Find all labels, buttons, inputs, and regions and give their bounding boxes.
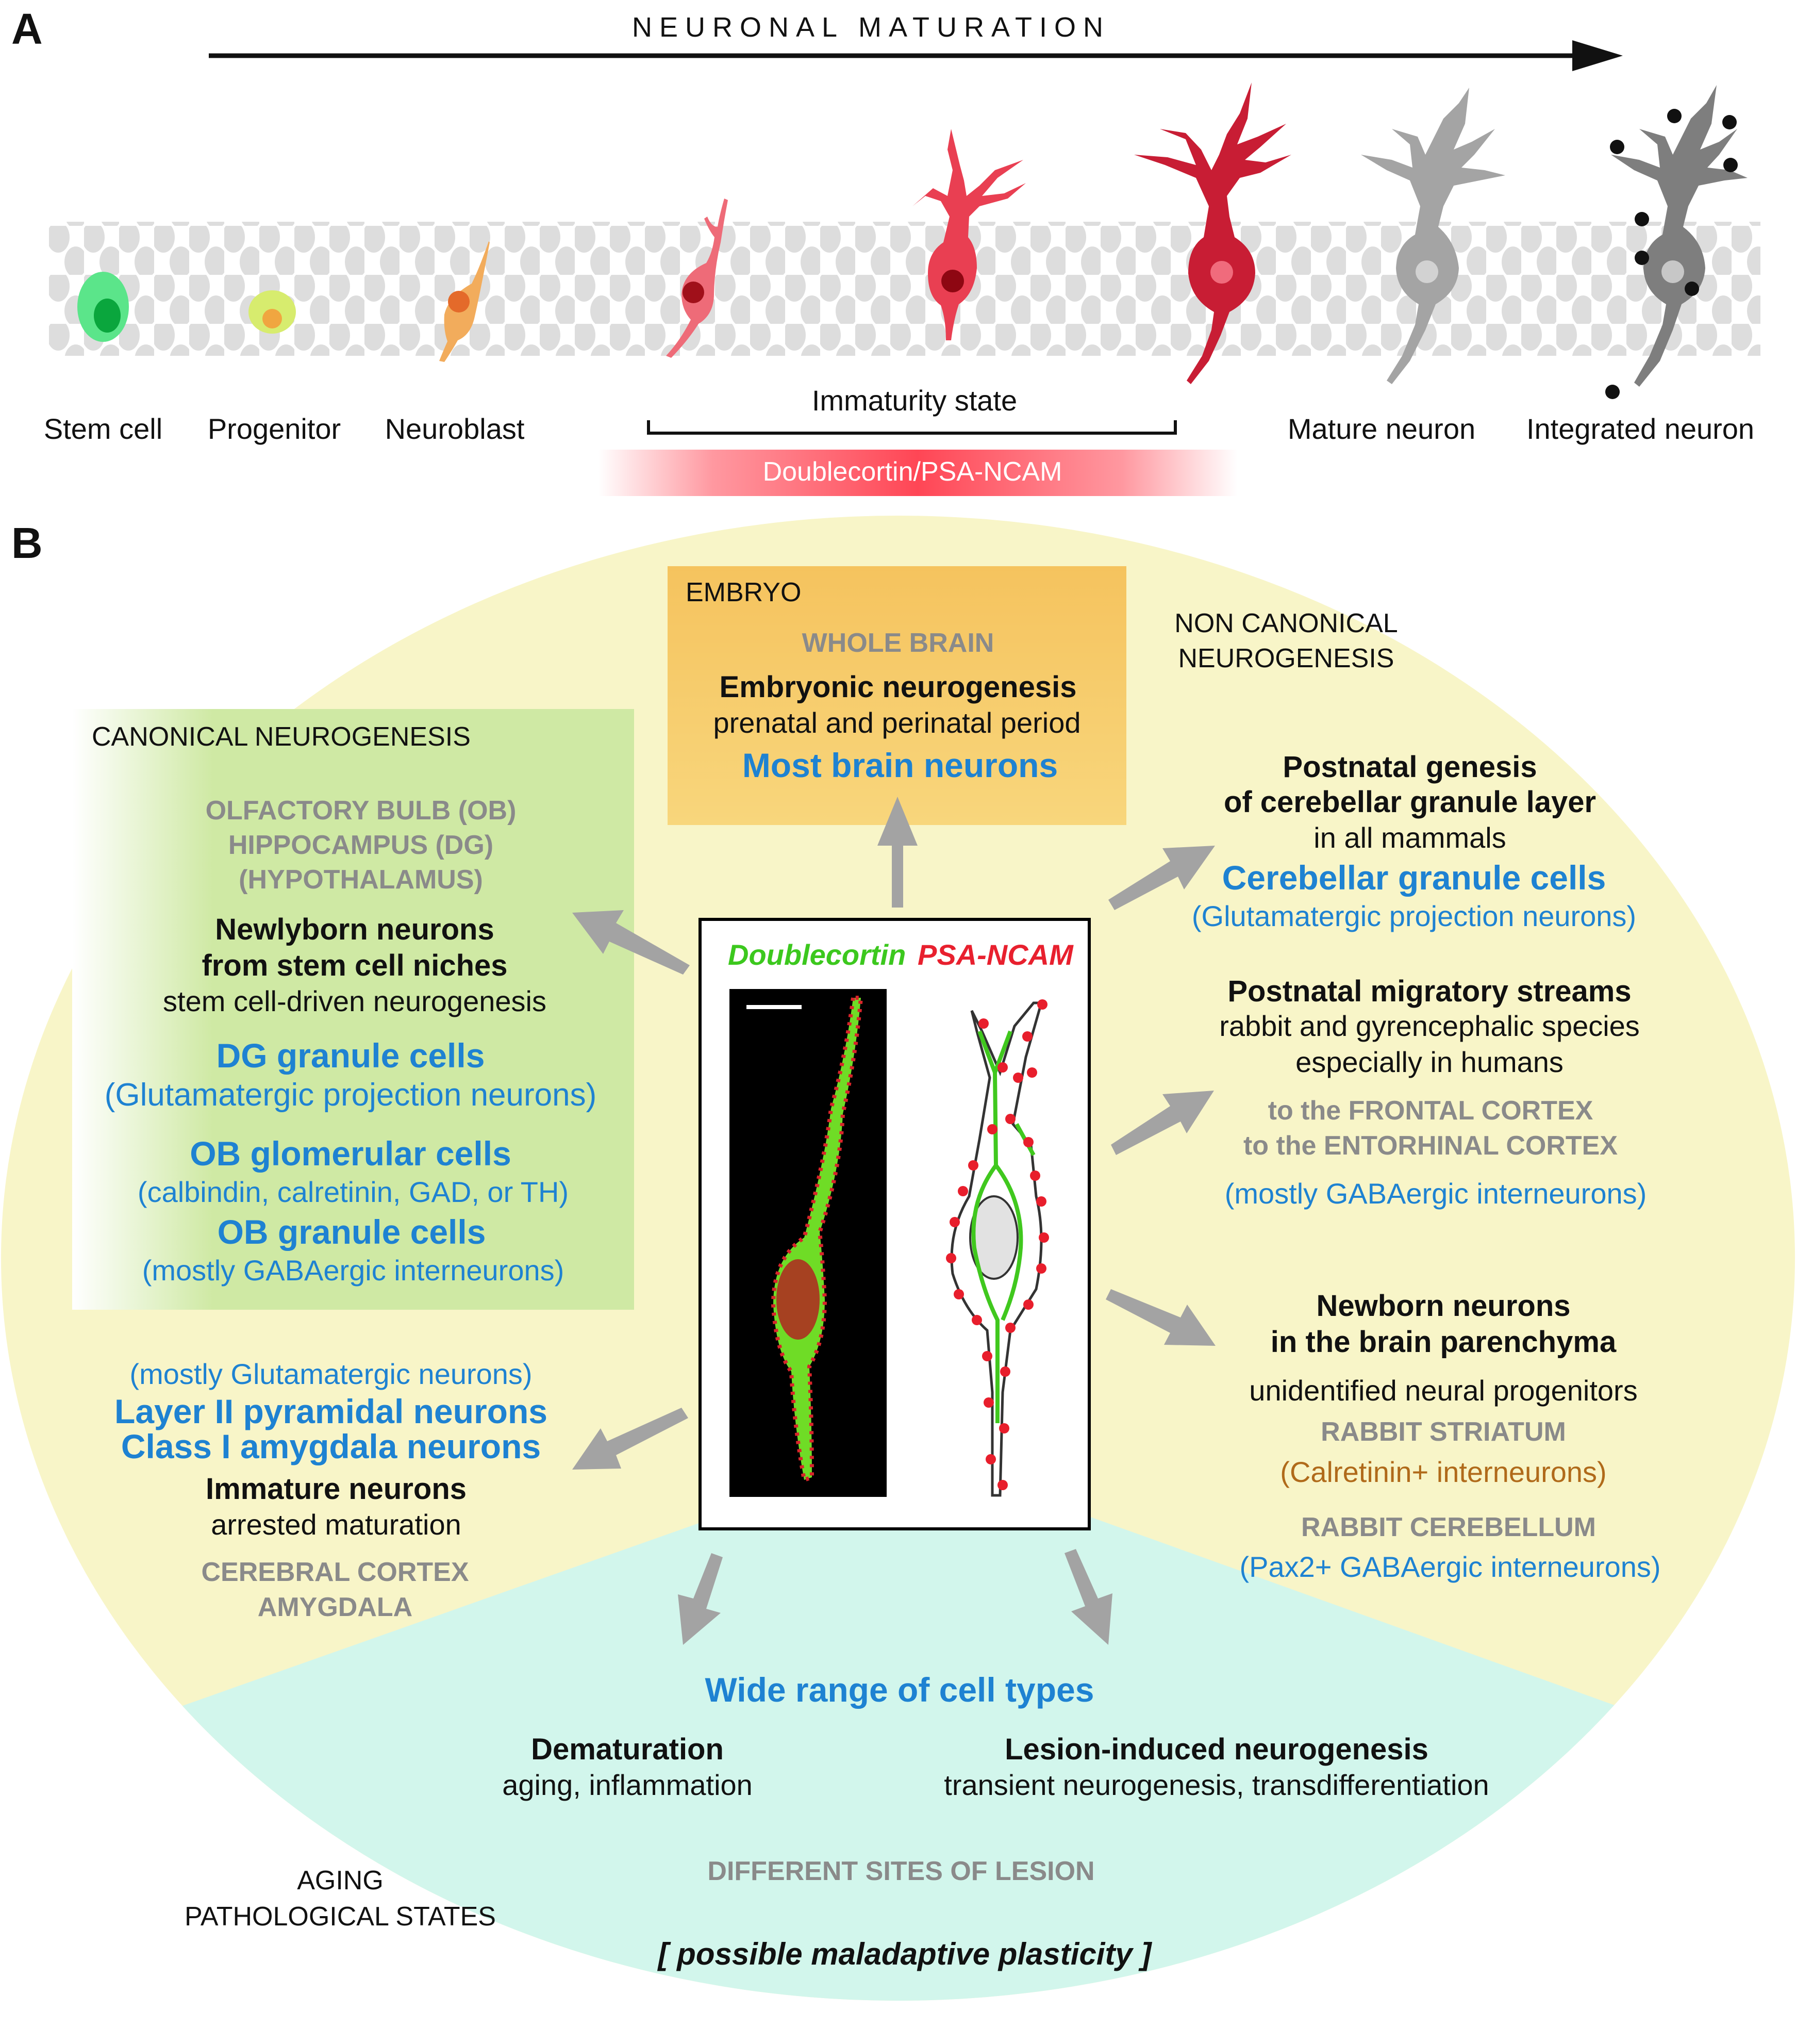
panel-b-label: B xyxy=(11,519,43,567)
canonical-sub: stem cell-driven neurogenesis xyxy=(163,985,546,1017)
parenchyma-sub: unidentified neural progenitors xyxy=(1249,1374,1638,1407)
marker-label-psa-ncam: PSA-NCAM xyxy=(918,938,1073,971)
embryo-title: EMBRYO xyxy=(686,578,802,607)
pathological-states-label: PATHOLOGICAL STATES xyxy=(185,1902,496,1932)
immaturity-bracket xyxy=(647,420,1177,435)
migratory-region-frontal: to the FRONTAL CORTEX xyxy=(1268,1096,1593,1126)
migratory-heading: Postnatal migratory streams xyxy=(1227,975,1632,1008)
canonical-region-hypothalamus: (HYPOTHALAMUS) xyxy=(239,865,483,895)
immature-sub: arrested maturation xyxy=(211,1508,461,1541)
aging-label: AGING xyxy=(297,1866,384,1895)
embryo-region: WHOLE BRAIN xyxy=(802,628,994,658)
dematuration-heading: Dematuration xyxy=(531,1733,724,1766)
immature-neuron-3-icon xyxy=(1134,83,1291,384)
stage-progenitor: Progenitor xyxy=(207,413,341,445)
ob-granule-cells: OB granule cells xyxy=(217,1213,486,1251)
immature-cells-layer2: Layer II pyramidal neurons xyxy=(114,1392,547,1430)
immature-types: (mostly Glutamatergic neurons) xyxy=(129,1358,533,1390)
parenchyma-types-cerebellum: (Pax2+ GABAergic interneurons) xyxy=(1239,1551,1661,1583)
maturation-arrow xyxy=(209,40,1623,71)
parenchyma-heading-1: Newborn neurons xyxy=(1316,1289,1571,1323)
migratory-sub-2: especially in humans xyxy=(1295,1046,1564,1078)
canonical-heading-2: from stem cell niches xyxy=(202,949,508,982)
migratory-sub-1: rabbit and gyrencephalic species xyxy=(1219,1010,1640,1042)
non-canonical-line2: NEUROGENESIS xyxy=(1178,644,1394,673)
tissue-band xyxy=(49,222,1760,356)
marker-label-doublecortin: Doublecortin xyxy=(728,938,906,971)
non-canonical-line1: NON CANONICAL xyxy=(1174,608,1398,638)
migratory-types: (mostly GABAergic interneurons) xyxy=(1224,1177,1647,1210)
stem-cell-icon xyxy=(77,272,129,342)
marker-gradient-bar xyxy=(598,450,1237,496)
cerebellar-sub: in all mammals xyxy=(1313,821,1506,854)
immature-region-cortex: CEREBRAL CORTEX xyxy=(201,1557,469,1587)
panel-a-label: A xyxy=(11,5,43,53)
ob-granule-types: (mostly GABAergic interneurons) xyxy=(142,1254,564,1287)
progenitor-icon xyxy=(248,290,296,334)
immaturity-label: Immaturity state xyxy=(811,384,1018,417)
parenchyma-heading-2: in the brain parenchyma xyxy=(1270,1325,1617,1359)
cerebellar-cells: Cerebellar granule cells xyxy=(1222,859,1606,897)
lesion-heading: Lesion-induced neurogenesis xyxy=(1005,1733,1428,1766)
mature-neuron-icon xyxy=(1361,88,1505,384)
canonical-title: CANONICAL NEUROGENESIS xyxy=(92,722,471,752)
cerebellar-types: (Glutamatergic projection neurons) xyxy=(1191,900,1637,932)
stage-mature-neuron: Mature neuron xyxy=(1287,413,1476,445)
embryo-heading: Embryonic neurogenesis xyxy=(719,670,1077,704)
lesion-region: DIFFERENT SITES OF LESION xyxy=(707,1856,1095,1886)
lesion-sub: transient neurogenesis, transdifferentia… xyxy=(944,1769,1489,1801)
neuroblast-icon xyxy=(439,241,490,362)
stage-neuroblast: Neuroblast xyxy=(385,413,525,445)
parenchyma-region-cerebellum: RABBIT CEREBELLUM xyxy=(1301,1512,1596,1542)
cerebellar-heading-1: Postnatal genesis xyxy=(1283,750,1537,784)
ob-glomerular-cells: OB glomerular cells xyxy=(190,1134,511,1173)
stage-stem-cell: Stem cell xyxy=(43,413,163,445)
dematuration-sub: aging, inflammation xyxy=(502,1769,753,1801)
dg-granule-cells: DG granule cells xyxy=(216,1036,485,1075)
canonical-box xyxy=(72,709,634,1310)
marker-bar-label: Doublecortin/PSA-NCAM xyxy=(762,457,1062,487)
maturation-title: NEURONAL MATURATION xyxy=(631,12,1111,43)
integrated-neuron-icon xyxy=(1605,85,1748,399)
immature-neuron-1-icon xyxy=(666,199,728,358)
immature-region-amygdala: AMYGDALA xyxy=(257,1592,413,1622)
migratory-region-entorhinal: to the ENTORHINAL CORTEX xyxy=(1243,1131,1618,1161)
dg-granule-types: (Glutamatergic projection neurons) xyxy=(104,1077,597,1113)
center-image-box xyxy=(699,918,1091,1530)
cerebellar-heading-2: of cerebellar granule layer xyxy=(1223,785,1597,819)
embryo-sub: prenatal and perinatal period xyxy=(713,706,1081,739)
parenchyma-region-striatum: RABBIT STRIATUM xyxy=(1321,1417,1566,1447)
immature-heading: Immature neurons xyxy=(206,1472,467,1506)
ob-glomerular-types: (calbindin, calretinin, GAD, or TH) xyxy=(137,1176,569,1208)
canonical-region-ob: OLFACTORY BULB (OB) xyxy=(205,796,517,826)
stage-integrated-neuron: Integrated neuron xyxy=(1526,413,1755,445)
parenchyma-types-striatum: (Calretinin+ interneurons) xyxy=(1280,1456,1607,1488)
immature-neuron-2-icon xyxy=(912,129,1026,340)
embryo-box xyxy=(668,566,1126,825)
canonical-region-dg: HIPPOCAMPUS (DG) xyxy=(228,830,494,860)
canonical-heading-1: Newlyborn neurons xyxy=(215,913,494,946)
aging-cells: Wide range of cell types xyxy=(705,1671,1094,1709)
embryo-cells: Most brain neurons xyxy=(742,746,1058,784)
flow-arrows xyxy=(572,797,1216,1645)
maladaptive-note: [ possible maladaptive plasticity ] xyxy=(658,1937,1152,1971)
immature-cells-amygdala: Class I amygdala neurons xyxy=(121,1427,541,1465)
